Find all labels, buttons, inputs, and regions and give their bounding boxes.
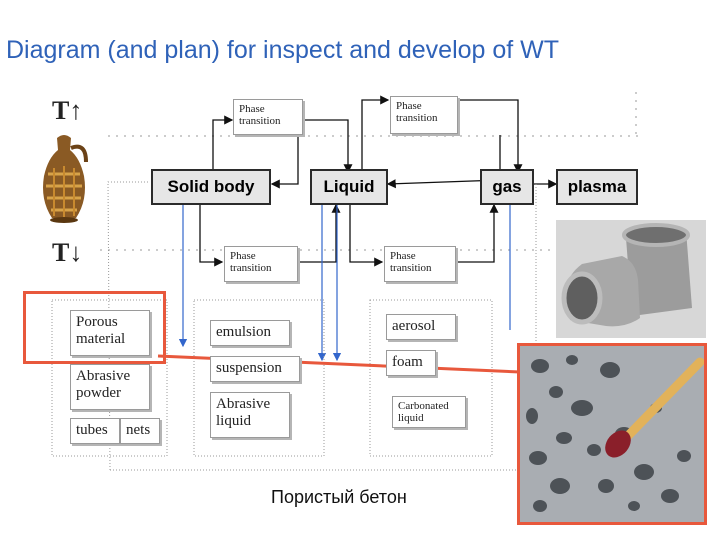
item-aerosol: aerosol: [386, 314, 456, 340]
item-nets: nets: [120, 418, 160, 444]
temperature-down-label: T↓: [52, 238, 83, 267]
clay-jug-image: [24, 128, 104, 230]
porous-concrete-image: [517, 343, 707, 525]
phase-transition-solid-liquid: Phase transition: [233, 99, 303, 135]
phase-transition-gas-liquid: Phase transition: [384, 246, 456, 282]
porous-tubes-image: [556, 220, 706, 338]
concrete-caption: Пористый бетон: [271, 487, 407, 507]
slide-title: Diagram (and plan) for inspect and devel…: [6, 36, 560, 64]
state-solid-body: Solid body: [151, 169, 271, 205]
item-suspension: suspension: [210, 356, 300, 382]
state-gas: gas: [480, 169, 534, 205]
phase-transition-liquid-gas: Phase transition: [390, 96, 458, 134]
item-porous-material: Porous material: [70, 310, 150, 356]
item-emulsion: emulsion: [210, 320, 290, 346]
phase-transition-liquid-solid: Phase transition: [224, 246, 298, 282]
item-abrasive-liquid: Abrasive liquid: [210, 392, 290, 438]
state-plasma: plasma: [556, 169, 638, 205]
temperature-up-label: T↑: [52, 96, 83, 125]
highlight-frame: [23, 291, 166, 364]
item-tubes: tubes: [70, 418, 120, 444]
state-liquid: Liquid: [310, 169, 388, 205]
item-abrasive-powder: Abrasive powder: [70, 364, 150, 410]
item-foam: foam: [386, 350, 436, 376]
item-carbonated-liquid: Carbonated liquid: [392, 396, 466, 428]
